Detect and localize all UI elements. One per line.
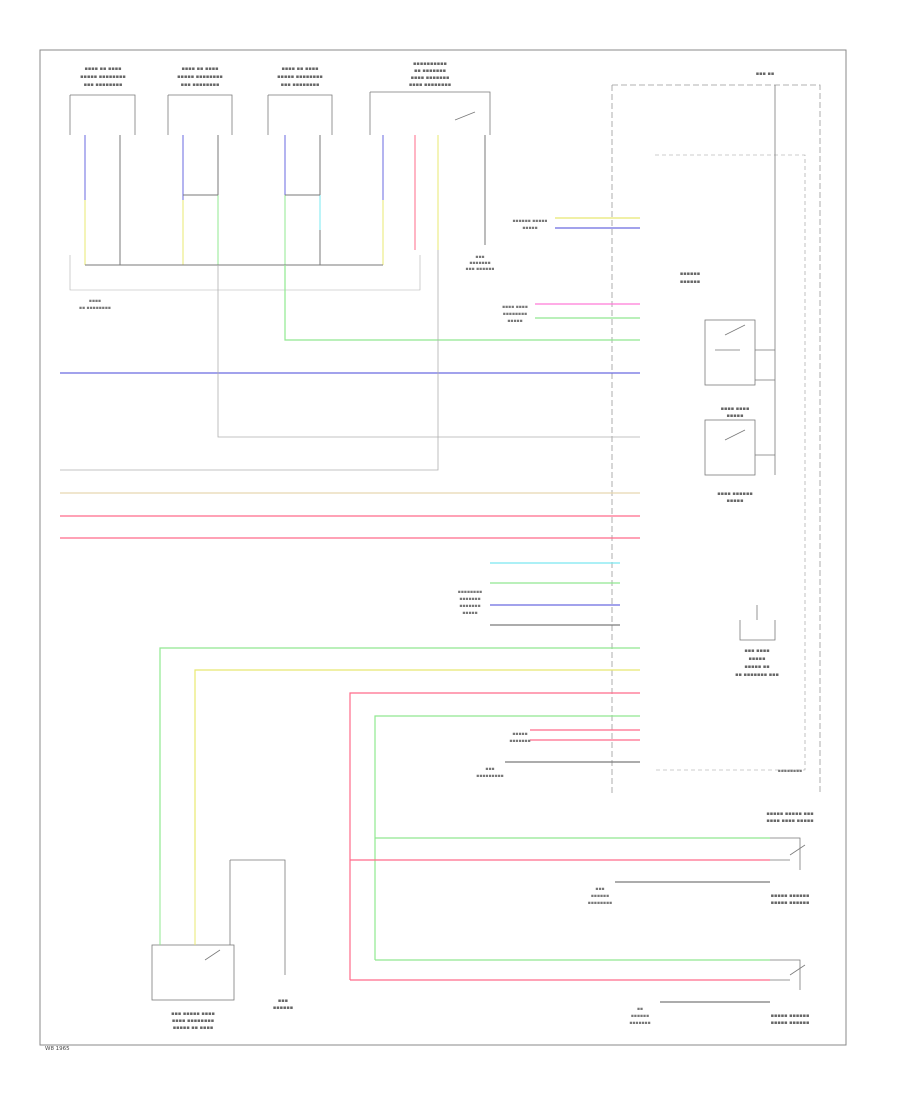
door-lock-actuators: ▪▪▪▪ ▪▪ ▪▪▪▪ ▪▪▪▪▪ ▪▪▪▪▪▪▪▪ ▪▪▪ ▪▪▪▪▪▪▪▪… [69, 61, 491, 135]
svg-text:▪▪▪▪▪ ▪▪▪▪▪▪: ▪▪▪▪▪ ▪▪▪▪▪▪ [771, 900, 810, 906]
svg-text:▪▪ ▪▪▪▪▪▪▪: ▪▪ ▪▪▪▪▪▪▪ [414, 68, 446, 74]
svg-text:▪▪▪▪▪: ▪▪▪▪▪ [507, 319, 522, 324]
svg-text:▪▪▪ ▪▪▪▪▪▪▪▪: ▪▪▪ ▪▪▪▪▪▪▪▪ [84, 82, 123, 88]
svg-text:▪▪▪: ▪▪▪ [278, 998, 288, 1004]
svg-text:▪▪▪▪▪: ▪▪▪▪▪ [522, 226, 537, 231]
door-unlock-relay: ▪▪▪▪ ▪▪▪▪▪▪ ▪▪▪▪▪ [704, 419, 756, 504]
figure-code: W8 1965 [45, 1046, 70, 1052]
diagram-border [39, 49, 847, 1046]
svg-text:▪▪▪▪ ▪▪▪▪▪▪: ▪▪▪▪ ▪▪▪▪▪▪ [717, 491, 752, 497]
svg-text:▪▪▪▪▪▪▪: ▪▪▪▪▪▪▪ [629, 1021, 650, 1026]
antenna-symbol: ▪▪▪ ▪▪▪▪ ▪▪▪▪▪ ▪▪▪▪▪ ▪▪ ▪▪ ▪▪▪▪▪▪▪ ▪▪▪ [735, 605, 779, 678]
svg-text:▪▪▪▪▪▪: ▪▪▪▪▪▪ [273, 1005, 293, 1011]
svg-text:▪▪▪▪▪▪▪▪▪▪: ▪▪▪▪▪▪▪▪▪▪ [413, 61, 447, 67]
svg-text:▪▪ ▪▪▪▪▪▪▪ ▪▪▪: ▪▪ ▪▪▪▪▪▪▪ ▪▪▪ [735, 672, 779, 678]
svg-text:▪▪▪▪▪▪▪: ▪▪▪▪▪▪▪ [509, 739, 530, 744]
svg-text:▪▪▪▪▪▪▪: ▪▪▪▪▪▪▪ [459, 604, 480, 609]
svg-text:▪▪▪▪ ▪▪▪▪▪▪▪▪: ▪▪▪▪ ▪▪▪▪▪▪▪▪ [172, 1018, 214, 1024]
svg-text:▪▪▪▪▪: ▪▪▪▪▪ [727, 498, 744, 504]
svg-text:▪▪▪▪▪▪▪: ▪▪▪▪▪▪▪ [469, 261, 490, 266]
svg-text:▪▪▪▪▪ ▪▪▪▪▪▪: ▪▪▪▪▪ ▪▪▪▪▪▪ [771, 1013, 810, 1019]
svg-text:▪▪▪▪▪ ▪▪: ▪▪▪▪▪ ▪▪ [744, 664, 769, 670]
svg-text:▪▪▪▪▪: ▪▪▪▪▪ [462, 611, 477, 616]
svg-text:▪▪▪ ▪▪▪▪▪▪▪▪: ▪▪▪ ▪▪▪▪▪▪▪▪ [281, 82, 320, 88]
svg-text:▪▪▪▪▪▪▪▪: ▪▪▪▪▪▪▪▪ [778, 769, 802, 774]
svg-text:▪▪▪ ▪▪: ▪▪▪ ▪▪ [756, 71, 775, 77]
svg-text:▪▪▪▪▪▪: ▪▪▪▪▪▪ [631, 1014, 649, 1019]
rear-lh-door-lock-actuator: ▪▪▪▪ ▪▪ ▪▪▪▪ ▪▪▪▪▪ ▪▪▪▪▪▪▪▪ ▪▪▪ ▪▪▪▪▪▪▪▪ [69, 66, 136, 135]
svg-text:▪▪▪▪▪▪▪▪: ▪▪▪▪▪▪▪▪ [503, 312, 527, 317]
svg-text:▪▪▪▪▪▪▪▪: ▪▪▪▪▪▪▪▪ [588, 901, 612, 906]
svg-text:▪▪▪▪ ▪▪ ▪▪▪▪: ▪▪▪▪ ▪▪ ▪▪▪▪ [281, 66, 318, 72]
svg-text:▪▪▪▪▪▪: ▪▪▪▪▪▪ [680, 279, 700, 285]
svg-text:▪▪▪▪▪ ▪▪▪▪▪▪▪▪: ▪▪▪▪▪ ▪▪▪▪▪▪▪▪ [177, 74, 223, 80]
svg-text:▪▪▪▪▪▪▪▪▪: ▪▪▪▪▪▪▪▪▪ [476, 774, 503, 779]
svg-text:▪▪▪▪ ▪▪▪▪ ▪▪▪▪▪: ▪▪▪▪ ▪▪▪▪ ▪▪▪▪▪ [766, 818, 813, 824]
svg-text:▪▪ ▪▪▪▪▪▪▪▪: ▪▪ ▪▪▪▪▪▪▪▪ [79, 306, 111, 311]
svg-text:▪▪▪▪▪▪▪▪: ▪▪▪▪▪▪▪▪ [458, 590, 482, 595]
svg-text:▪▪▪▪▪ ▪▪▪▪▪▪: ▪▪▪▪▪ ▪▪▪▪▪▪ [771, 893, 810, 899]
svg-text:▪▪▪▪ ▪▪▪▪: ▪▪▪▪ ▪▪▪▪ [502, 305, 528, 310]
body-ecu: ▪▪▪▪▪▪ ▪▪▪▪▪▪ ▪▪▪ ▪▪ [611, 71, 821, 795]
horizontal-harness [60, 217, 770, 1003]
svg-text:▪▪▪▪▪: ▪▪▪▪▪ [512, 732, 527, 737]
lh-front-door-lock-switch: ▪▪▪ ▪▪▪▪▪ ▪▪▪▪ ▪▪▪▪ ▪▪▪▪▪▪▪▪ ▪▪▪▪▪ ▪▪ ▪▪… [151, 859, 293, 1031]
svg-text:▪▪▪▪▪ ▪▪▪▪▪▪▪▪: ▪▪▪▪▪ ▪▪▪▪▪▪▪▪ [80, 74, 126, 80]
svg-text:▪▪▪▪▪ ▪▪▪▪▪ ▪▪▪: ▪▪▪▪▪ ▪▪▪▪▪ ▪▪▪ [766, 811, 813, 817]
svg-text:▪▪▪▪▪▪ ▪▪▪▪▪: ▪▪▪▪▪▪ ▪▪▪▪▪ [513, 219, 548, 224]
actuator-wires [69, 135, 486, 291]
svg-text:▪▪: ▪▪ [637, 1007, 643, 1012]
svg-text:▪▪▪▪ ▪▪▪▪▪▪▪: ▪▪▪▪ ▪▪▪▪▪▪▪ [411, 75, 450, 81]
svg-text:▪▪▪ ▪▪▪▪▪ ▪▪▪▪: ▪▪▪ ▪▪▪▪▪ ▪▪▪▪ [171, 1011, 215, 1017]
svg-text:▪▪▪▪▪ ▪▪▪▪▪▪: ▪▪▪▪▪ ▪▪▪▪▪▪ [771, 1020, 810, 1026]
svg-text:▪▪▪▪▪: ▪▪▪▪▪ [727, 413, 744, 419]
svg-text:▪▪▪▪ ▪▪ ▪▪▪▪: ▪▪▪▪ ▪▪ ▪▪▪▪ [181, 66, 218, 72]
svg-text:▪▪▪: ▪▪▪ [485, 767, 494, 772]
svg-text:▪▪▪▪▪: ▪▪▪▪▪ [749, 656, 766, 662]
right-door-switches: ▪▪▪▪▪ ▪▪▪▪▪ ▪▪▪ ▪▪▪▪ ▪▪▪▪ ▪▪▪▪▪ ▪▪▪▪▪ ▪▪… [766, 811, 813, 1026]
svg-text:▪▪▪▪▪ ▪▪▪▪▪▪▪▪: ▪▪▪▪▪ ▪▪▪▪▪▪▪▪ [277, 74, 323, 80]
svg-text:▪▪▪▪▪▪: ▪▪▪▪▪▪ [680, 271, 700, 277]
svg-text:▪▪▪▪ ▪▪▪▪▪▪▪▪: ▪▪▪▪ ▪▪▪▪▪▪▪▪ [409, 82, 451, 88]
svg-text:▪▪▪▪: ▪▪▪▪ [89, 299, 101, 304]
svg-text:▪▪▪▪ ▪▪▪▪: ▪▪▪▪ ▪▪▪▪ [721, 406, 750, 412]
svg-text:▪▪▪: ▪▪▪ [595, 887, 604, 892]
driver-door-lock-actuator: ▪▪▪▪▪▪▪▪▪▪ ▪▪ ▪▪▪▪▪▪▪ ▪▪▪▪ ▪▪▪▪▪▪▪ ▪▪▪▪ … [369, 61, 491, 135]
svg-text:▪▪▪▪▪▪▪: ▪▪▪▪▪▪▪ [459, 597, 480, 602]
rear-rh-door-lock-actuator: ▪▪▪▪ ▪▪ ▪▪▪▪ ▪▪▪▪▪ ▪▪▪▪▪▪▪▪ ▪▪▪ ▪▪▪▪▪▪▪▪ [267, 66, 333, 135]
door-lock-relay: ▪▪▪▪ ▪▪▪▪ ▪▪▪▪▪ [704, 319, 756, 419]
svg-text:▪▪▪ ▪▪▪▪▪▪: ▪▪▪ ▪▪▪▪▪▪ [466, 267, 495, 272]
svg-text:▪▪▪▪▪▪: ▪▪▪▪▪▪ [591, 894, 609, 899]
component-labels: ▪▪▪▪▪▪ ▪▪▪▪▪ ▪▪▪▪▪ ▪▪▪▪ ▪▪▪▪ ▪▪▪▪▪▪▪▪ ▪▪… [79, 219, 802, 1026]
front-lh-door-lock-actuator: ▪▪▪▪ ▪▪ ▪▪▪▪ ▪▪▪▪▪ ▪▪▪▪▪▪▪▪ ▪▪▪ ▪▪▪▪▪▪▪▪ [167, 66, 233, 135]
svg-text:▪▪▪: ▪▪▪ [475, 255, 484, 260]
svg-text:▪▪▪ ▪▪▪▪: ▪▪▪ ▪▪▪▪ [744, 648, 769, 654]
svg-text:▪▪▪▪▪ ▪▪ ▪▪▪▪: ▪▪▪▪▪ ▪▪ ▪▪▪▪ [173, 1025, 213, 1031]
svg-text:▪▪▪ ▪▪▪▪▪▪▪▪: ▪▪▪ ▪▪▪▪▪▪▪▪ [181, 82, 220, 88]
svg-text:▪▪▪▪ ▪▪ ▪▪▪▪: ▪▪▪▪ ▪▪ ▪▪▪▪ [84, 66, 121, 72]
